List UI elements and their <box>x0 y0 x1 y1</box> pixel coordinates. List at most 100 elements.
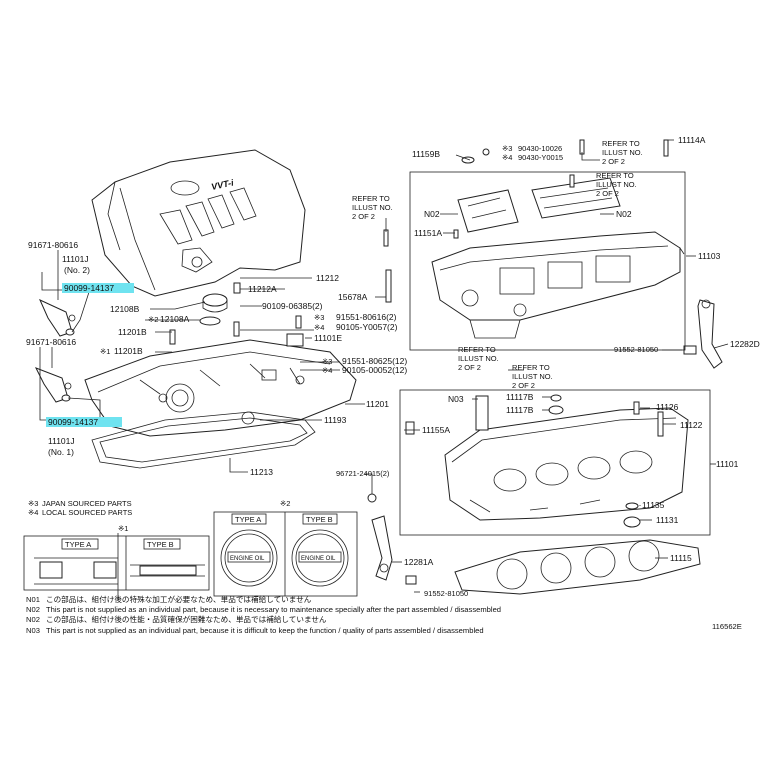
engine-hanger <box>371 515 417 585</box>
label-12108a: 12108A <box>160 314 190 324</box>
cover-small-parts <box>169 282 304 347</box>
label-11126: 11126 <box>656 402 679 412</box>
note-n01-text: この部品は、組付け後の特殊な加工が必要なため、単品では補給していません <box>46 594 312 604</box>
refer-left-line-3: 2 OF 2 <box>352 212 375 221</box>
legend-japan-sourced: JAPAN SOURCED PARTS <box>42 499 132 508</box>
label-11193: 11193 <box>324 415 347 425</box>
refer-left-line-2: ILLUST NO. <box>352 203 393 212</box>
note-n02-text-en: This part is not supplied as an individu… <box>46 605 501 614</box>
exhaust-bracket <box>683 299 723 369</box>
note-n02-text-jp: この部品は、組付け後の性能・品質確保が困難なため、単品では補給していません <box>46 614 327 624</box>
refer-mid-line-3: 2 OF 2 <box>596 189 619 198</box>
note-n02-code-jp: N02 <box>26 615 40 624</box>
leader-lines <box>39 139 729 593</box>
label-11201: 11201 <box>366 399 389 409</box>
label-n03: N03 <box>448 394 464 404</box>
label-11155a: 11155A <box>422 425 450 435</box>
legend-mark-4: ※4 <box>28 508 38 517</box>
cap-type-b-label: TYPE B <box>306 515 333 524</box>
cap-a-engine-oil: ENGINE OIL <box>230 556 265 562</box>
refer-b-line-1: REFER TO <box>512 363 550 372</box>
refer-mid-line-1: REFER TO <box>596 171 634 180</box>
label-91552-81050-top: 91552-81050 <box>614 345 658 354</box>
mark-3-91551-top: ※3 <box>314 313 324 322</box>
mark-4-90105-top: ※4 <box>314 323 324 332</box>
gasket-type-b-label: TYPE B <box>147 540 174 549</box>
refer-a-line-1: REFER TO <box>458 345 496 354</box>
mark-3-91551-bottom: ※3 <box>322 357 332 366</box>
label-91671-80616-bottom: 91671-80616 <box>26 337 76 347</box>
refer-b-line-3: 2 OF 2 <box>512 381 535 390</box>
refer-top-line-2: ILLUST NO. <box>602 148 643 157</box>
diagram-id: 116562E <box>712 622 742 631</box>
legend-mark-1: ※1 <box>118 524 128 533</box>
label-11101: 11101 <box>716 459 739 469</box>
legend-local-sourced: LOCAL SOURCED PARTS <box>42 508 132 517</box>
engine-cover: VVT-i <box>91 149 306 297</box>
label-11213: 11213 <box>250 467 273 477</box>
label-no-1: (No. 1) <box>48 447 74 457</box>
refer-b-line-2: ILLUST NO. <box>512 372 553 381</box>
label-11101j-top: 11101J <box>62 254 89 264</box>
label-11101e: 11101E <box>314 333 342 343</box>
valve-cover-gasket <box>91 411 316 469</box>
highlight-90099-top <box>62 283 134 293</box>
cap-b-engine-oil: ENGINE OIL <box>301 556 336 562</box>
label-11117b-b: 11117B <box>506 405 534 415</box>
label-90430-10026: 90430-10026 <box>518 144 562 153</box>
label-11101j-bottom: 11101J <box>48 436 75 446</box>
label-15678a: 15678A <box>338 292 368 302</box>
cylinder-head-gasket <box>454 539 701 595</box>
label-11103: 11103 <box>698 251 721 261</box>
note-n02-code-en: N02 <box>26 605 40 614</box>
label-11117b-a: 11117B <box>506 392 534 402</box>
cap-type-a-label: TYPE A <box>235 515 261 524</box>
refer-mid-line-2: ILLUST NO. <box>596 180 637 189</box>
label-11212: 11212 <box>316 273 339 283</box>
label-no-2: (No. 2) <box>64 265 90 275</box>
legend-mark-2: ※2 <box>280 499 290 508</box>
label-11115: 11115 <box>670 553 692 563</box>
refer-a-line-3: 2 OF 2 <box>458 363 481 372</box>
label-91552-81050-bottom: 91552-81050 <box>424 589 468 598</box>
label-90105-y0057: 90105-Y0057(2) <box>336 322 398 332</box>
mark-4-90105-bottom: ※4 <box>322 366 332 375</box>
cover-vvt-logo: VVT-i <box>210 177 235 192</box>
camshaft-small-parts <box>383 139 669 303</box>
label-91671-80616-top: 91671-80616 <box>28 240 78 250</box>
legend-mark-3: ※3 <box>28 499 38 508</box>
refer-top-line-1: REFER TO <box>602 139 640 148</box>
label-90430-y0015: 90430-Y0015 <box>518 153 563 162</box>
cylinder-head <box>444 407 689 521</box>
camshaft-housing <box>431 231 681 339</box>
label-96721-24015: 96721-24015(2) <box>336 469 390 478</box>
label-n02-right: N02 <box>616 209 632 219</box>
mark-2-12108a: ※2 <box>148 315 158 324</box>
label-11212a: 11212A <box>248 284 277 294</box>
gasket-type-a-label: TYPE A <box>65 540 91 549</box>
oil-cap-type-box: TYPE A TYPE B ENGINE OIL ENGINE OIL <box>213 511 358 597</box>
camshaft-bearing-caps <box>457 177 621 233</box>
mark-3-90430: ※3 <box>502 144 512 153</box>
note-n03-text: This part is not supplied as an individu… <box>46 626 484 635</box>
label-11131: 11131 <box>656 515 679 525</box>
label-91551-80625: 91551-80625(12) <box>342 356 407 366</box>
label-90099-14137-bottom: 90099-14137 <box>48 417 98 427</box>
label-91551-80616: 91551-80616(2) <box>336 312 397 322</box>
label-11135: 11135 <box>642 500 665 510</box>
label-11201b-top: 11201B <box>118 327 147 337</box>
ocv-sensors <box>34 298 76 403</box>
cylinder-head-frame <box>399 389 711 536</box>
note-n01-code: N01 <box>26 595 40 604</box>
label-n02-left: N02 <box>424 209 440 219</box>
label-11114a: 11114A <box>678 135 706 145</box>
mark-4-90430: ※4 <box>502 153 512 162</box>
label-90099-14137-top: 90099-14137 <box>64 283 114 293</box>
refer-left-line-1: REFER TO <box>352 194 390 203</box>
refer-a-line-2: ILLUST NO. <box>458 354 499 363</box>
note-n03-code: N03 <box>26 626 40 635</box>
label-11159b: 11159B <box>412 149 440 159</box>
camshaft-housing-frame <box>409 171 686 351</box>
label-12108b: 12108B <box>110 304 140 314</box>
